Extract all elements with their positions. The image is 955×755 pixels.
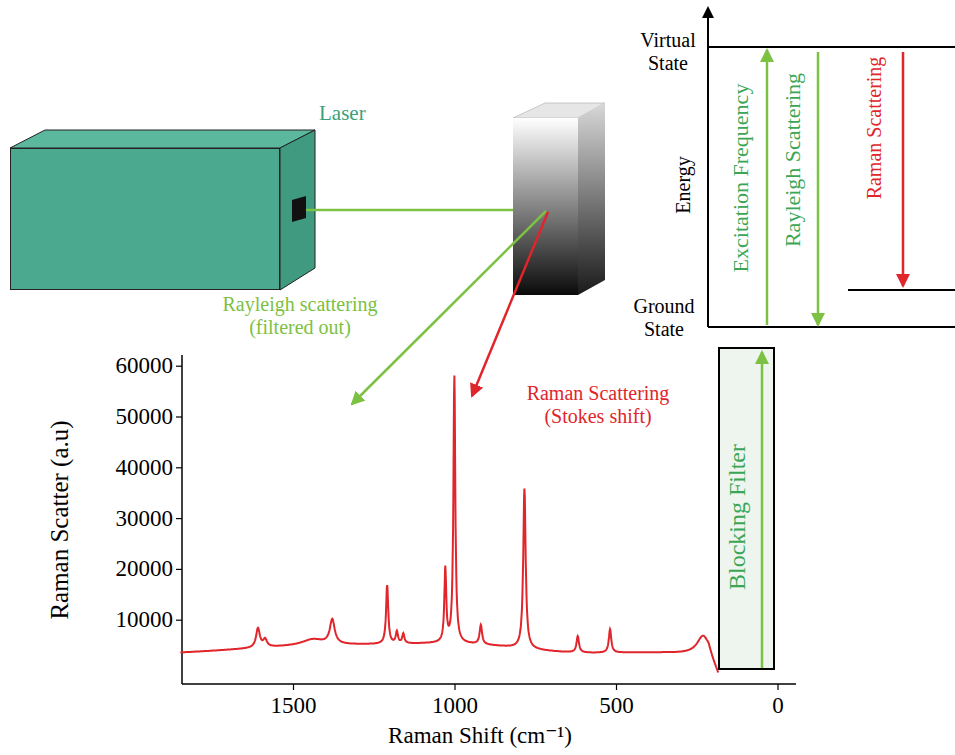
rayleigh-arrow bbox=[352, 211, 546, 404]
x-axis bbox=[182, 683, 796, 685]
tick-label: 1000 bbox=[432, 693, 478, 719]
rayleigh-level-arrow bbox=[817, 52, 820, 325]
sample-front bbox=[513, 118, 578, 295]
arrow-label: Excitation Frequency bbox=[728, 84, 753, 273]
laser-box: Laser bbox=[10, 148, 280, 290]
arrow-label: Rayleigh Scattering bbox=[780, 73, 805, 247]
callout-text: Raman Scattering (Stokes shift) bbox=[498, 382, 698, 428]
filter-fill bbox=[718, 347, 775, 670]
tick bbox=[176, 366, 182, 367]
device-label: Laser bbox=[319, 101, 366, 125]
tick bbox=[777, 684, 778, 690]
tick-label: 0 bbox=[772, 693, 784, 719]
tick bbox=[454, 684, 455, 690]
tick-label: 50000 bbox=[116, 404, 174, 430]
tick-label: 60000 bbox=[116, 353, 174, 379]
ground-level bbox=[708, 326, 955, 328]
tick-label: 30000 bbox=[116, 505, 174, 531]
callout-text: Rayleigh scattering (filtered out) bbox=[208, 293, 393, 339]
filter-arrow bbox=[761, 352, 764, 668]
axis-title: Raman Shift (cm⁻¹) bbox=[388, 723, 572, 749]
laser-top bbox=[10, 130, 315, 148]
blocking-filter-box: Blocking Filter bbox=[718, 347, 775, 670]
tick-label: 10000 bbox=[116, 607, 174, 633]
tick bbox=[616, 684, 617, 690]
axis-title: Raman Scatter (a.u) bbox=[46, 420, 75, 619]
energy-axis bbox=[707, 8, 709, 327]
excitation-arrow bbox=[766, 50, 769, 325]
vibrational-level bbox=[848, 289, 955, 291]
tick-label: 20000 bbox=[116, 556, 174, 582]
tick bbox=[176, 620, 182, 621]
virtual-level bbox=[708, 46, 955, 48]
raman-level-arrow bbox=[902, 52, 905, 286]
sample-side bbox=[578, 103, 605, 295]
tick bbox=[176, 467, 182, 468]
filter-label: Blocking Filter bbox=[724, 444, 752, 590]
laser-beam bbox=[306, 209, 546, 212]
laser-aperture bbox=[292, 196, 306, 222]
tick bbox=[176, 416, 182, 417]
raman-arrow bbox=[472, 212, 548, 396]
tick-label: 40000 bbox=[116, 455, 174, 481]
tick-label: 1500 bbox=[271, 693, 317, 719]
tick bbox=[293, 684, 294, 690]
axis-title: Energy bbox=[672, 156, 695, 213]
arrow-label: Raman Scattering bbox=[863, 57, 886, 200]
tick bbox=[176, 569, 182, 570]
tick bbox=[176, 518, 182, 519]
axis-ticks bbox=[176, 366, 778, 690]
tick-label: 500 bbox=[599, 693, 634, 719]
spectrum-line bbox=[180, 376, 718, 673]
level-label: Virtual State bbox=[628, 29, 708, 75]
y-axis bbox=[181, 355, 183, 684]
level-label: Ground State bbox=[624, 295, 704, 341]
